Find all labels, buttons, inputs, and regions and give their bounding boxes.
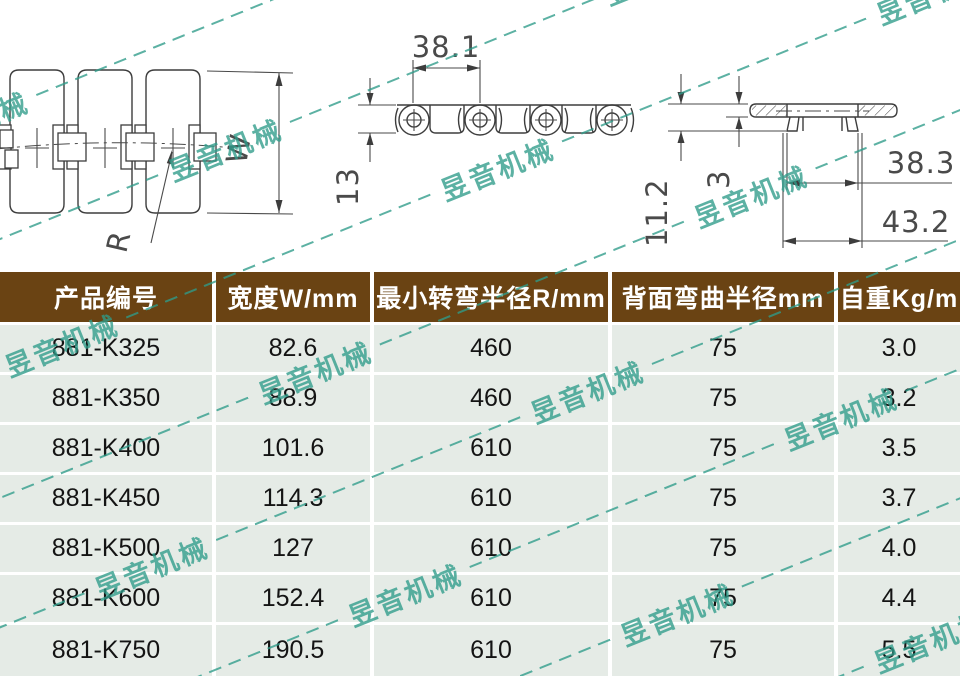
table-cell: 610: [374, 525, 612, 575]
table-cell: 610: [374, 475, 612, 525]
pitch-label: 38.1: [412, 30, 481, 64]
table-cell: 75: [612, 525, 838, 575]
inner-width-label: 38.3: [887, 146, 956, 180]
column-header: 背面弯曲半径mm: [612, 272, 838, 325]
table-cell: 4.4: [838, 575, 960, 625]
pitch-dimension: 38.1: [412, 30, 481, 103]
table-cell: 75: [612, 425, 838, 475]
table-cell: 881-K325: [0, 325, 216, 375]
table-cell: 881-K500: [0, 525, 216, 575]
table-cell: 3.2: [838, 375, 960, 425]
width-label: W: [219, 131, 258, 166]
section-height-dimension: 11.2: [640, 74, 786, 247]
table-cell: 3.5: [838, 425, 960, 475]
side-height-dimension: 13: [331, 78, 396, 206]
centerline: [0, 142, 235, 150]
table-cell: 610: [374, 575, 612, 625]
side-view-drawing: 38.1 13: [331, 30, 635, 206]
table-cell: 75: [612, 375, 838, 425]
table-cell: 460: [374, 375, 612, 425]
table-cell: 881-K350: [0, 375, 216, 425]
outer-width-label: 43.2: [882, 205, 951, 239]
table-cell: 101.6: [216, 425, 374, 475]
table-cell: 75: [612, 625, 838, 676]
table-cell: 610: [374, 625, 612, 676]
column-header: 最小转弯半径R/mm: [374, 272, 612, 325]
table-cell: 3.7: [838, 475, 960, 525]
section-view-drawing: 11.2 3 38.3: [640, 74, 956, 248]
table-cell: 3.0: [838, 325, 960, 375]
table-cell: 881-K750: [0, 625, 216, 676]
top-view-drawing: W R: [0, 69, 294, 256]
table-cell: 190.5: [216, 625, 374, 676]
table-cell: 881-K450: [0, 475, 216, 525]
table-cell: 152.4: [216, 575, 374, 625]
table-cell: 75: [612, 325, 838, 375]
thickness-dimension: 3: [702, 76, 748, 189]
side-height-label: 13: [331, 167, 365, 206]
table-cell: 127: [216, 525, 374, 575]
column-header: 宽度W/mm: [216, 272, 374, 325]
table-cell: 114.3: [216, 475, 374, 525]
column-header: 产品编号: [0, 272, 216, 325]
section-height-label: 11.2: [640, 178, 674, 247]
table-cell: 82.6: [216, 325, 374, 375]
table-cell: 881-K600: [0, 575, 216, 625]
width-dimension: W: [206, 70, 294, 215]
radius-label: R: [100, 227, 138, 255]
technical-drawings: W R: [0, 0, 960, 272]
thickness-label: 3: [702, 170, 736, 189]
table-cell: 75: [612, 475, 838, 525]
table-cell: 460: [374, 325, 612, 375]
table-cell: 881-K400: [0, 425, 216, 475]
table-cell: 610: [374, 425, 612, 475]
table-cell: 4.0: [838, 525, 960, 575]
table-cell: 5.5: [838, 625, 960, 676]
table-cell: 75: [612, 575, 838, 625]
table-cell: 88.9: [216, 375, 374, 425]
column-header: 自重Kg/m: [838, 272, 960, 325]
inner-width-dimension: 38.3: [786, 133, 956, 190]
